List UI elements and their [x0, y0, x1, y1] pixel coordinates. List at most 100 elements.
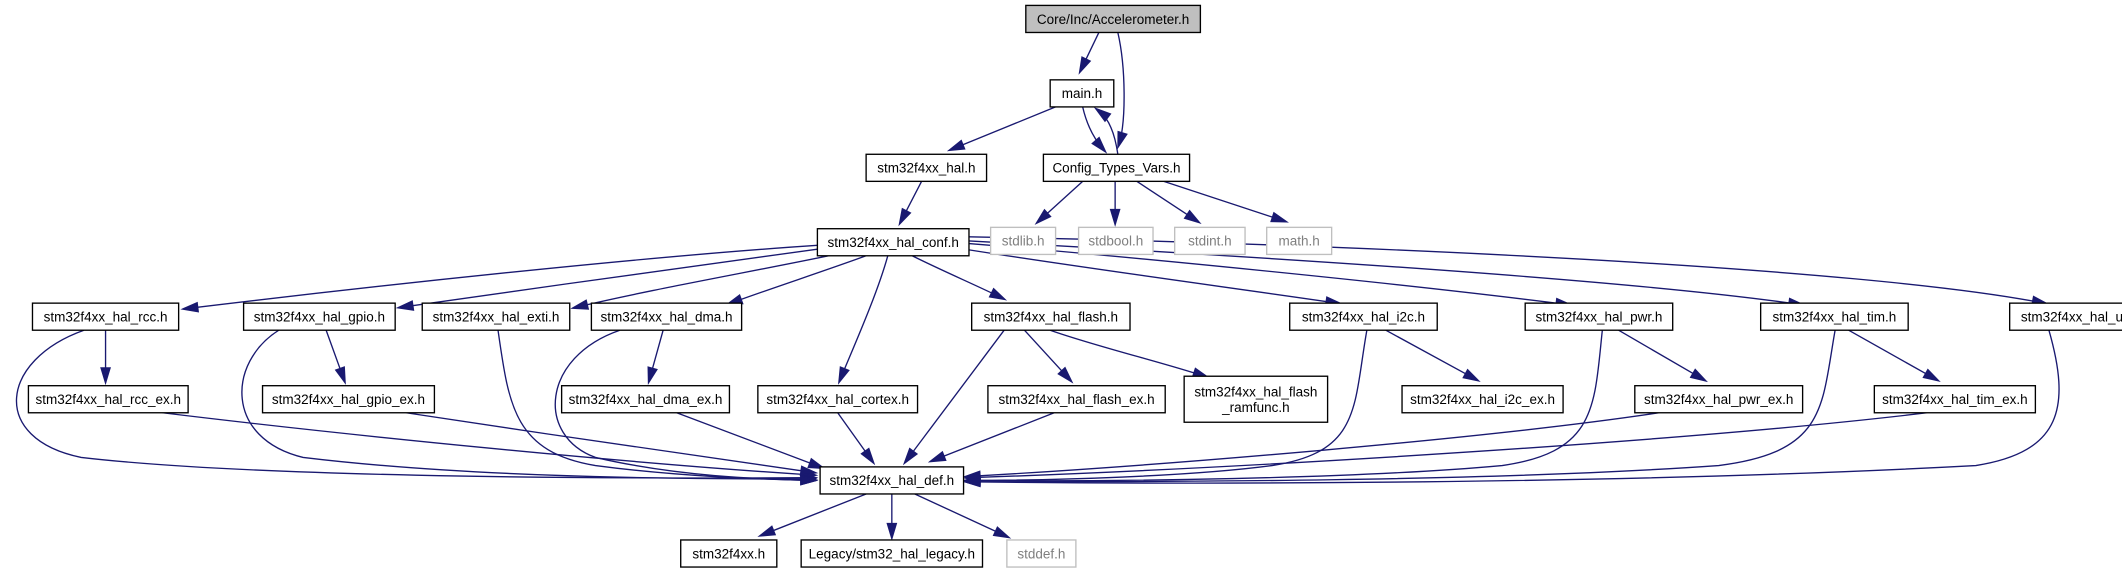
node-label-line: stm32f4xx_hal_rcc_ex.h: [35, 392, 181, 407]
node-def[interactable]: stm32f4xx_hal_def.h: [819, 466, 965, 495]
node-exti[interactable]: stm32f4xx_hal_exti.h: [421, 302, 571, 331]
node-cortex[interactable]: stm32f4xx_hal_cortex.h: [757, 385, 919, 414]
node-box: [1873, 385, 2037, 414]
node-box: [242, 302, 396, 331]
edge-accel-to-main: [1078, 32, 1100, 75]
node-label-line: stm32f4xx.h: [692, 546, 765, 561]
node-label-line: stm32f4xx_hal_flash_ex.h: [999, 392, 1155, 407]
node-i2cex[interactable]: stm32f4xx_hal_i2c_ex.h: [1401, 385, 1564, 414]
node-box: [27, 385, 189, 414]
node-label-line: stm32f4xx_hal_uart.h: [2021, 309, 2122, 324]
node-box: [1042, 153, 1191, 183]
node-box: [816, 228, 970, 257]
node-box: [987, 385, 1166, 414]
node-label: stm32f4xx_hal_gpio.h: [254, 309, 385, 324]
node-label: stdint.h: [1188, 234, 1232, 249]
edge-arrowhead: [946, 139, 966, 152]
edge-line: [906, 329, 1005, 461]
nodes-layer: Core/Inc/Accelerometer.h main.h stm32f4xx_…: [27, 4, 2122, 568]
edge-arrowhead: [807, 457, 827, 470]
node-box: [1049, 79, 1115, 108]
edge-accel-to-ctv: [1117, 32, 1128, 150]
edge-line: [968, 412, 1660, 478]
node-label: stm32f4xx_hal_flash_ramfunc.h: [1194, 384, 1317, 415]
edge-uart-to-def: [962, 330, 2060, 488]
node-label: stm32f4xx_hal_i2c_ex.h: [1410, 392, 1555, 407]
edge-line: [1049, 329, 1205, 377]
edge-line: [676, 412, 821, 468]
edge-arrowhead: [1689, 368, 1708, 383]
node-flash[interactable]: stm32f4xx_hal_flash.h: [971, 302, 1131, 331]
node-rcc[interactable]: stm32f4xx_hal_rcc.h: [31, 302, 180, 331]
edge-dma-to-dmaex: [647, 330, 664, 386]
node-main[interactable]: main.h: [1049, 79, 1115, 108]
edge-line: [963, 248, 1338, 304]
node-label-line: stm32f4xx_hal_i2c.h: [1302, 309, 1425, 324]
edge-rccex-to-def: [162, 412, 819, 480]
edge-def-to-legacy: [886, 493, 898, 541]
edge-line: [554, 329, 813, 482]
edge-line: [763, 493, 867, 536]
node-box: [800, 539, 984, 568]
edge-arrowhead: [1922, 368, 1941, 383]
edge-ctv-to-main: [1093, 107, 1119, 155]
edge-arrowhead: [1078, 56, 1092, 75]
node-label: stdlib.h: [1002, 234, 1045, 249]
edges-layer: [15, 32, 2060, 541]
edge-ctv-to-stdbool: [1109, 181, 1121, 227]
node-stm32f4xx[interactable]: stm32f4xx.h: [680, 539, 778, 568]
node-label-line: stm32f4xx_hal_dma.h: [600, 309, 732, 324]
node-label: stm32f4xx_hal_flash_ex.h: [999, 392, 1155, 407]
node-box: [1025, 4, 1202, 34]
node-label: Legacy/stm32_hal_legacy.h: [809, 546, 975, 561]
edge-line: [839, 255, 889, 380]
edge-arrowhead: [837, 366, 850, 385]
edge-arrowhead: [757, 525, 777, 537]
edge-line: [914, 493, 1006, 537]
edge-conf-to-gpio: [395, 246, 829, 311]
node-pwrex[interactable]: stm32f4xx_hal_pwr_ex.h: [1634, 385, 1804, 414]
edge-arrowhead: [988, 287, 1008, 301]
node-gpio[interactable]: stm32f4xx_hal_gpio.h: [242, 302, 396, 331]
edge-line: [968, 330, 2060, 484]
node-uart[interactable]: stm32f4xx_hal_uart.h: [2008, 302, 2122, 331]
node-legacy[interactable]: Legacy/stm32_hal_legacy.h: [800, 539, 984, 568]
edge-ctv-to-math: [1163, 180, 1289, 223]
node-label-line: math.h: [1279, 234, 1320, 249]
edge-conf-to-flash: [911, 255, 1008, 301]
node-conf[interactable]: stm32f4xx_hal_conf.h: [816, 228, 970, 257]
node-label-line: stdlib.h: [1002, 234, 1045, 249]
edge-line: [911, 255, 1002, 299]
edge-conf-to-i2c: [963, 248, 1344, 307]
node-tim[interactable]: stm32f4xx_hal_tim.h: [1759, 302, 1909, 331]
edge-arrowhead: [860, 447, 876, 466]
node-i2c[interactable]: stm32f4xx_hal_i2c.h: [1289, 302, 1438, 331]
node-box: [1401, 385, 1564, 414]
node-gpioex[interactable]: stm32f4xx_hal_gpio_ex.h: [261, 385, 436, 414]
edge-arrowhead: [962, 476, 981, 488]
node-dmaex[interactable]: stm32f4xx_hal_dma_ex.h: [560, 385, 731, 414]
node-stdlib: stdlib.h: [989, 226, 1057, 256]
edge-arrowhead: [1109, 208, 1121, 227]
node-hal[interactable]: stm32f4xx_hal.h: [865, 153, 988, 183]
node-flashex[interactable]: stm32f4xx_hal_flash_ex.h: [987, 385, 1166, 414]
edge-arrowhead: [1093, 107, 1112, 123]
node-ctv[interactable]: Config_Types_Vars.h: [1042, 153, 1191, 183]
node-label: stm32f4xx_hal_flash.h: [984, 309, 1118, 324]
node-timex[interactable]: stm32f4xx_hal_tim_ex.h: [1873, 385, 2037, 414]
node-box: [1183, 375, 1329, 423]
edge-line: [576, 252, 842, 308]
node-accel[interactable]: Core/Inc/Accelerometer.h: [1025, 4, 1202, 34]
node-label-line: stm32f4xx_hal_def.h: [830, 473, 955, 488]
node-label: stm32f4xx_hal_def.h: [830, 473, 955, 488]
node-box: [1289, 302, 1438, 331]
node-label-line: stddef.h: [1017, 546, 1065, 561]
edge-main-to-hal: [946, 106, 1056, 152]
node-ramfunc[interactable]: stm32f4xx_hal_flash_ramfunc.h: [1183, 375, 1329, 423]
node-pwr[interactable]: stm32f4xx_hal_pwr.h: [1524, 302, 1674, 331]
node-dma[interactable]: stm32f4xx_hal_dma.h: [590, 302, 743, 331]
node-stdint: stdint.h: [1174, 226, 1246, 256]
node-rccex[interactable]: stm32f4xx_hal_rcc_ex.h: [27, 385, 189, 414]
edge-flash-to-def: [902, 329, 1005, 466]
edge-line: [968, 330, 1836, 483]
